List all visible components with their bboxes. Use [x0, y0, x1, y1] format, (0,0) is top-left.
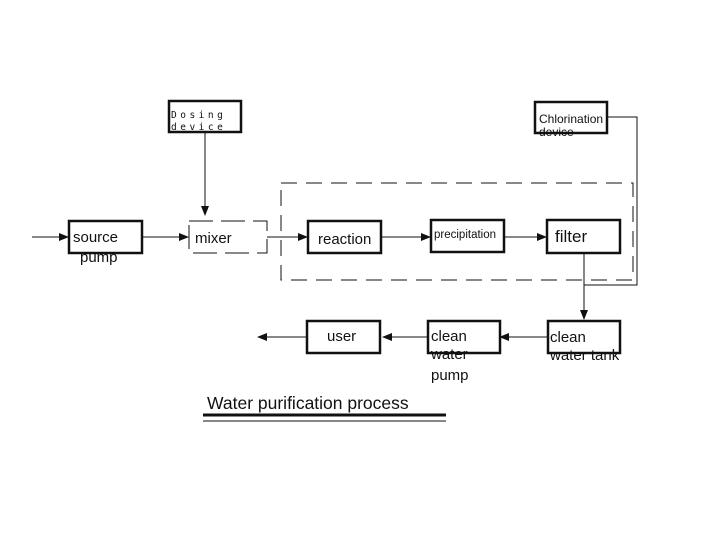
reaction-label: reaction — [318, 231, 371, 248]
user-label: user — [327, 328, 356, 345]
connectors — [32, 116, 638, 341]
mixer-box — [188, 220, 268, 254]
clean-water-tank-label-line1: clean — [550, 329, 586, 346]
source-pump-label-line2: pump — [80, 249, 118, 266]
clean-water-tank-box — [546, 319, 622, 355]
source-pump-label-line1: source — [73, 229, 118, 246]
mixer-label: mixer — [195, 230, 232, 247]
dosing-device-label-line2: device — [171, 122, 226, 133]
clean-water-pump-label-line3: pump — [431, 367, 469, 384]
diagram-title: Water purification process — [207, 393, 409, 413]
user-box — [305, 319, 382, 355]
clean-water-tank-label-line2: water tank — [549, 347, 620, 364]
reaction-box — [306, 219, 383, 255]
chlorination-device-label-line2: device — [539, 125, 574, 139]
chlorination-device-label-line1: Chlorination — [539, 112, 603, 126]
filter-box — [545, 218, 622, 255]
precipitation-box — [429, 218, 506, 254]
chlorination-line — [584, 116, 638, 286]
precipitation-label: precipitation — [434, 229, 496, 241]
clean-water-pump-label-line1: clean — [431, 328, 467, 345]
clean-water-pump-box — [426, 319, 502, 355]
filter-label: filter — [555, 227, 587, 246]
dosing-device-box — [167, 99, 243, 134]
treatment-boundary — [280, 182, 634, 281]
source-pump-box — [67, 219, 144, 255]
chlorination-device-box — [533, 100, 609, 135]
dosing-device-label-line1: Dosing — [171, 110, 226, 121]
clean-water-pump-label-line2: water — [430, 346, 468, 363]
